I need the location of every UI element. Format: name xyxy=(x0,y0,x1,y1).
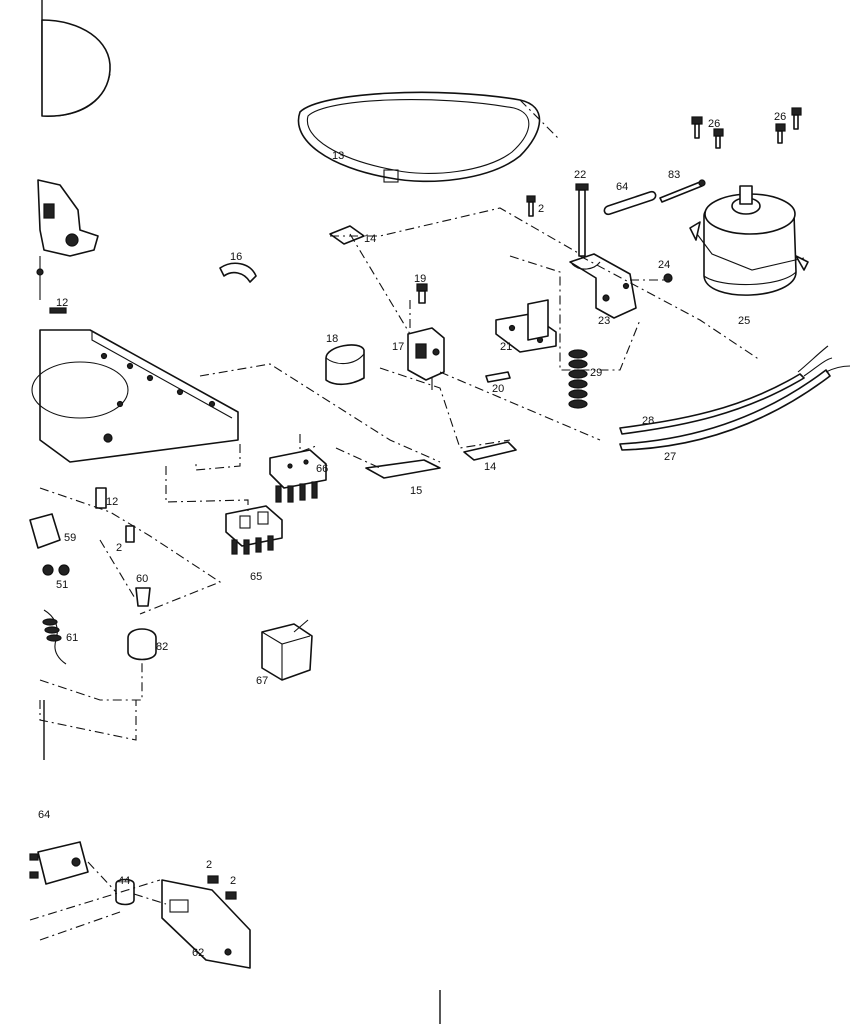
callout-24: 24 xyxy=(658,259,670,271)
terminal-strip-66-part xyxy=(269,449,327,503)
callout-26-right: 26 xyxy=(774,111,786,123)
screw-12-upper-part xyxy=(49,307,67,314)
cap-18-part xyxy=(325,344,365,386)
upper-left-mechanism-part xyxy=(36,179,99,300)
callout-2-lower-a: 2 xyxy=(206,859,212,871)
capacitor-67-part xyxy=(261,619,313,681)
callout-25: 25 xyxy=(738,315,750,327)
callout-labels: 13 14 16 12 19 2 22 64 83 26 26 24 23 25… xyxy=(38,111,786,959)
callout-12-upper: 12 xyxy=(56,297,68,309)
switch-17-part xyxy=(407,327,445,390)
motor-bracket-23-part xyxy=(569,253,637,319)
callout-13: 13 xyxy=(332,150,344,162)
callout-82: 82 xyxy=(156,641,168,653)
callout-62: 62 xyxy=(192,947,204,959)
callout-51: 51 xyxy=(56,579,68,591)
callout-18: 18 xyxy=(326,333,338,345)
callout-16: 16 xyxy=(230,251,242,263)
bracket-21-part xyxy=(495,299,557,353)
callout-20: 20 xyxy=(492,383,504,395)
pin-64-upper-part xyxy=(603,190,657,216)
spring-29-part xyxy=(568,349,588,409)
callout-12-lower: 12 xyxy=(106,496,118,508)
callout-44: 44 xyxy=(118,875,130,887)
leader-lines xyxy=(29,99,761,941)
lever-20-part xyxy=(485,371,511,383)
callout-2-upper: 2 xyxy=(538,203,544,215)
callout-26-left: 26 xyxy=(708,118,720,130)
plate-14-upper-part xyxy=(329,225,365,245)
callout-21: 21 xyxy=(500,341,512,353)
callout-83: 83 xyxy=(668,169,680,181)
drive-belt-part xyxy=(297,91,541,183)
terminal-block-65-part xyxy=(225,505,283,555)
callout-27: 27 xyxy=(664,451,676,463)
callout-15: 15 xyxy=(410,485,422,497)
screws-26-part xyxy=(691,107,802,149)
callout-61: 61 xyxy=(66,632,78,644)
callout-66: 66 xyxy=(316,463,328,475)
callout-17: 17 xyxy=(392,341,404,353)
chassis-plate-part xyxy=(31,329,239,463)
bolt-22-part xyxy=(575,183,589,257)
callout-67: 67 xyxy=(256,675,268,687)
callout-19: 19 xyxy=(414,273,426,285)
lower-left-parts xyxy=(29,487,157,665)
wires-27-28-part xyxy=(619,345,851,451)
callout-2-lower-b: 2 xyxy=(230,875,236,887)
lower-bracket-assembly-part xyxy=(29,841,251,969)
callout-64-upper: 64 xyxy=(616,181,628,193)
callout-64-lower: 64 xyxy=(38,809,50,821)
turntable-platter-part xyxy=(41,19,111,117)
callout-59: 59 xyxy=(64,532,76,544)
callout-14-lower: 14 xyxy=(484,461,496,473)
callout-2-lower-left: 2 xyxy=(116,542,122,554)
clip-16-part xyxy=(219,262,257,283)
callout-65: 65 xyxy=(250,571,262,583)
plate-14-lower-part xyxy=(463,441,517,461)
callout-28: 28 xyxy=(642,415,654,427)
screw-2-upper-part xyxy=(526,195,536,217)
callout-29: 29 xyxy=(590,367,602,379)
nut-24-part xyxy=(663,273,673,283)
screw-19-part xyxy=(416,283,428,304)
plate-15-part xyxy=(365,459,441,479)
screw-83-part xyxy=(659,179,706,203)
callout-14-upper: 14 xyxy=(364,233,376,245)
callout-60: 60 xyxy=(136,573,148,585)
callout-23: 23 xyxy=(598,315,610,327)
motor-25-part xyxy=(689,185,809,296)
callout-22: 22 xyxy=(574,169,586,181)
